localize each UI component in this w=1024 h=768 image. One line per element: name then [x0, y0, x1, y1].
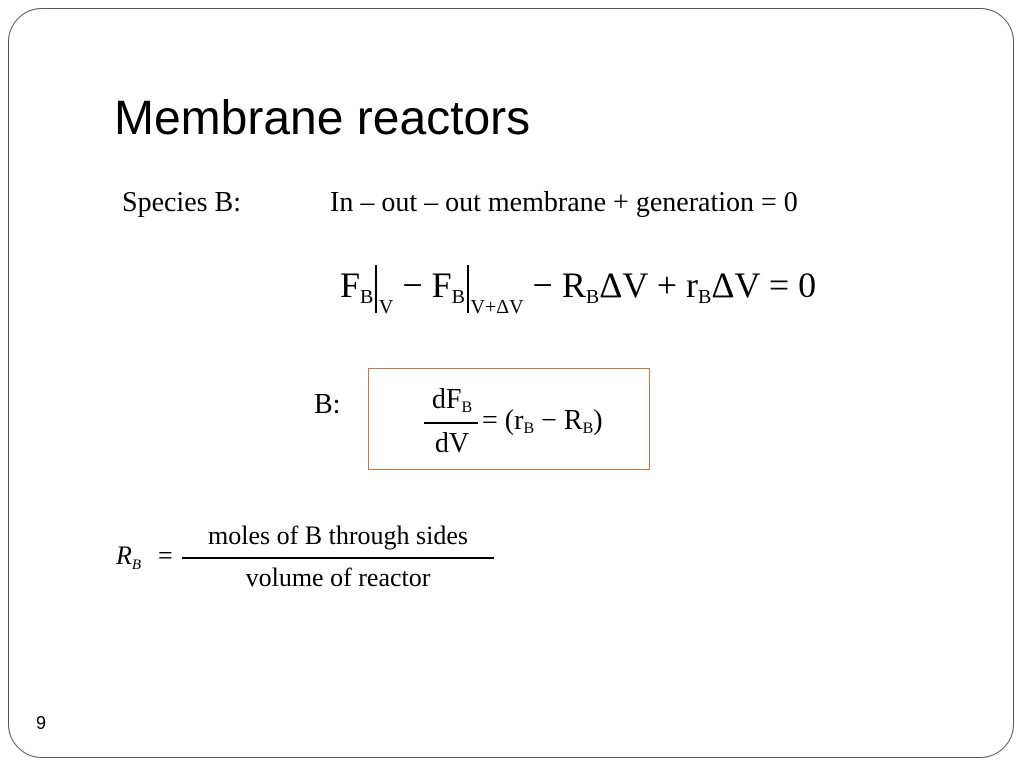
- lhs-text: R: [116, 541, 132, 570]
- eval-at-v: V: [378, 296, 394, 318]
- fraction-line: [182, 557, 494, 559]
- eq-term-fb2: − F: [402, 265, 452, 305]
- eq-term-rb: − R: [532, 265, 586, 305]
- rhs-sub: B: [523, 420, 535, 437]
- frac-numerator: dFB: [426, 384, 478, 424]
- differential-label: B:: [314, 389, 341, 420]
- num-text: dF: [431, 384, 462, 415]
- slide-title: Membrane reactors: [114, 92, 531, 145]
- differential-equation-box: [368, 368, 650, 470]
- species-label: Species B:: [122, 187, 241, 218]
- eq-term-fb: F: [340, 265, 361, 305]
- differential-rhs: = (rB − RB): [482, 405, 603, 445]
- page-number: 9: [36, 713, 47, 733]
- eq-term-rest: ΔV + r: [599, 265, 698, 305]
- eq-sub: B: [698, 286, 712, 308]
- definition-equals: =: [158, 541, 173, 570]
- definition-denominator: volume of reactor: [245, 563, 431, 592]
- rhs-c: ): [593, 405, 603, 436]
- eq-sub: B: [451, 286, 465, 308]
- eq-sub: B: [585, 286, 600, 308]
- frac-denominator: dV: [434, 428, 470, 459]
- rhs-sub: B: [582, 420, 594, 437]
- slide-frame: [8, 8, 1014, 758]
- rhs-b: − R: [534, 405, 583, 436]
- definition-lhs: RB: [116, 540, 141, 581]
- balance-statement: In – out – out membrane + generation = 0: [330, 187, 798, 218]
- eval-bar: [375, 265, 377, 313]
- eval-bar: [467, 265, 469, 313]
- fraction-line: [424, 422, 478, 424]
- eq-term-end: ΔV = 0: [711, 265, 817, 305]
- definition-numerator: moles of B through sides: [208, 521, 468, 550]
- rhs-a: = (r: [482, 405, 524, 436]
- eval-at-v-dv: V+ΔV: [470, 296, 524, 318]
- num-sub: B: [461, 399, 473, 416]
- lhs-sub: B: [131, 557, 142, 573]
- eq-sub: B: [360, 286, 374, 308]
